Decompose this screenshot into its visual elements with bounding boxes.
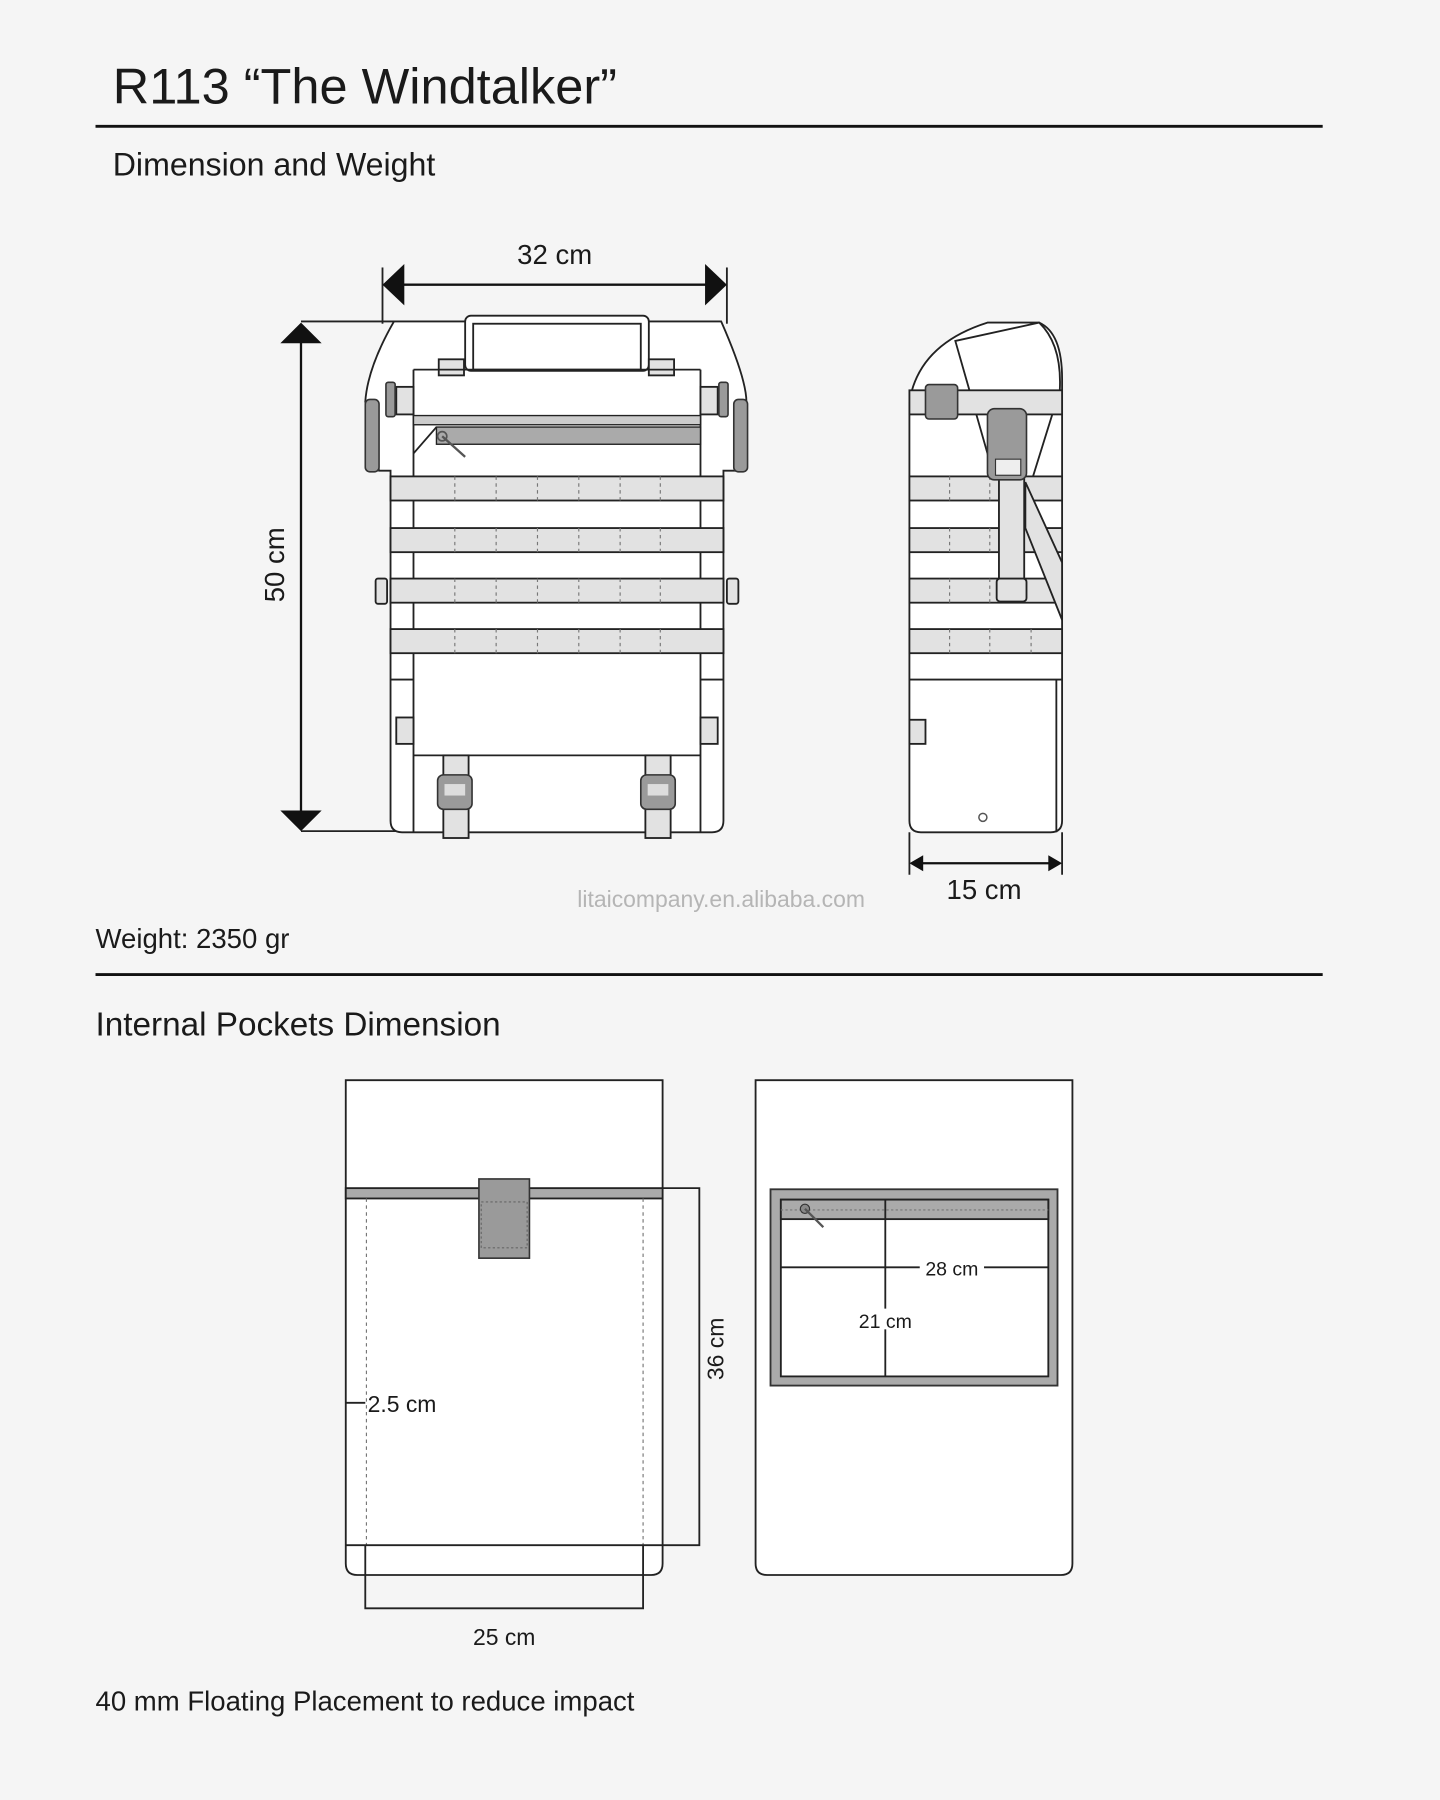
molle-rows xyxy=(389,475,725,655)
footer-note: 40 mm Floating Placement to reduce impac… xyxy=(96,1685,635,1716)
height-label: 50 cm xyxy=(259,527,290,602)
pocket-height-label: 36 cm xyxy=(702,1318,728,1380)
backpack-side-view xyxy=(908,321,1064,834)
pocket-panel-left: 2.5 cm 36 cm 25 cm xyxy=(344,1079,728,1650)
pocket-depth-label: 2.5 cm xyxy=(368,1391,437,1417)
backpack-front-view xyxy=(364,314,749,839)
pocket-width-label: 25 cm xyxy=(473,1624,535,1650)
weight-text: Weight: 2350 gr xyxy=(96,923,290,954)
width-dimension: 32 cm xyxy=(381,239,728,324)
depth-dimension: 15 cm xyxy=(908,832,1064,905)
section-heading-pockets: Internal Pockets Dimension xyxy=(96,1006,501,1043)
pocket-panel-right: 28 cm 21 cm xyxy=(754,1079,1074,1576)
watermark: litaicompany.en.alibaba.com xyxy=(577,886,865,912)
height-dimension: 50 cm xyxy=(259,320,466,833)
page-title: R113 “The Windtalker” xyxy=(113,57,617,114)
width-label: 32 cm xyxy=(517,239,592,270)
depth-label: 15 cm xyxy=(947,874,1022,905)
section-heading-dimension: Dimension and Weight xyxy=(113,147,436,183)
zip-width-label: 28 cm xyxy=(925,1258,978,1280)
zip-height-label: 21 cm xyxy=(859,1311,912,1333)
